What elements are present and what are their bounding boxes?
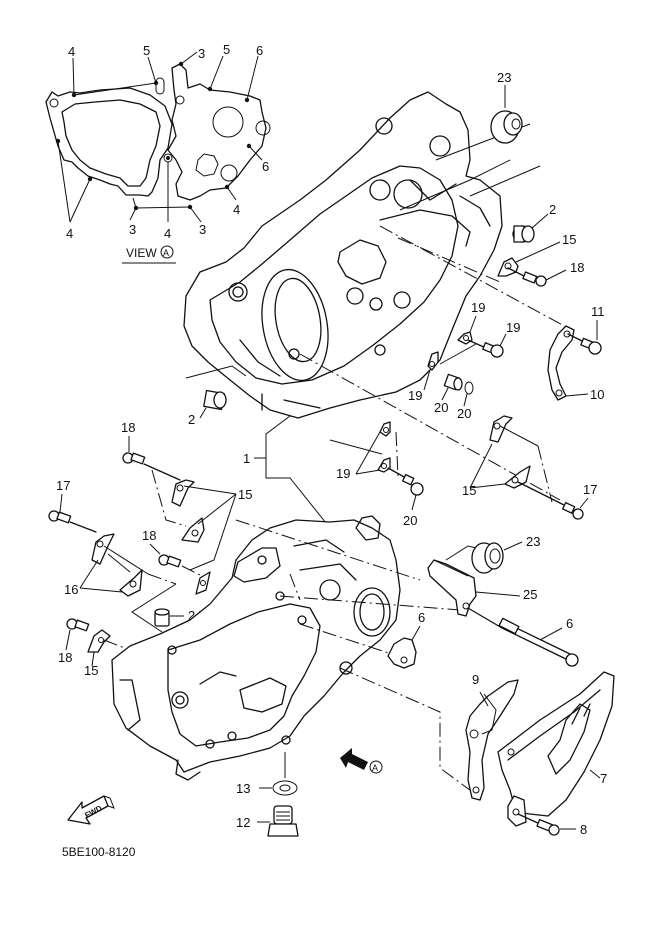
part-19-bracket-lower [423, 343, 477, 391]
callout-6: 5 [143, 43, 150, 58]
callout-2: 2 [549, 202, 556, 217]
alignment-line [397, 237, 501, 283]
alignment-line [289, 573, 301, 601]
callout-3: 3 [198, 46, 205, 61]
part-17-screw-left [48, 493, 97, 533]
callout-3: 3 [129, 222, 136, 237]
crankcase-right-half [183, 91, 503, 419]
part-25-guide [427, 559, 521, 617]
callout-18: 18 [121, 420, 135, 435]
callout-17: 17 [583, 482, 597, 497]
part-16-plates-right [469, 415, 589, 520]
part-20-bolt [467, 333, 507, 358]
fwd-arrow-icon: FWD [67, 795, 115, 825]
callout-18: 18 [142, 528, 156, 543]
alignment-line [379, 225, 569, 329]
part-15-brackets-left [171, 479, 237, 571]
callout-23: 23 [497, 70, 511, 85]
alignment-line [339, 667, 479, 797]
view-arrow-marker: A [372, 763, 378, 773]
view-a-arrow-icon [340, 748, 383, 774]
part-15-bracket [497, 241, 561, 277]
callout-1-bracket [254, 415, 331, 529]
callout-2: 2 [188, 412, 195, 427]
callout-4: 4 [66, 226, 73, 241]
part-18-screw-low [65, 618, 90, 651]
part-23-seal [490, 85, 523, 144]
part-13-plate [547, 325, 589, 401]
callout-1: 1 [243, 451, 250, 466]
part-2-dowel-lower [185, 365, 247, 419]
part-18-screw-mid [149, 543, 211, 595]
part-18-screw-upper-left [122, 436, 187, 527]
view-a-caption: VIEW A [122, 245, 176, 264]
callout-22: 20 [434, 400, 448, 415]
callout-10: 9 [472, 672, 479, 687]
part-8-cover [497, 671, 615, 827]
callout-15: 15 [562, 232, 576, 247]
callout-18: 18 [570, 260, 584, 275]
part-14-bolt [567, 320, 602, 355]
part-19-bracket [457, 315, 477, 345]
callout-16: 15 [462, 483, 476, 498]
callout-15: 15 [84, 663, 98, 678]
callout-20: 20 [403, 513, 417, 528]
callout-3: 3 [199, 222, 206, 237]
callout-12: 13 [236, 781, 250, 796]
callout-13: 10 [590, 387, 604, 402]
part-9-bolt [517, 813, 576, 836]
part-19-20-lower [329, 421, 424, 511]
callout-20: 19 [506, 320, 520, 335]
part-21-oring [463, 381, 474, 407]
callout-4: 4 [233, 202, 240, 217]
part-11-drain-bolt [257, 805, 299, 837]
part-18-screw [507, 267, 567, 287]
callout-7: 6 [418, 610, 425, 625]
callout-14: 11 [591, 304, 605, 319]
callout-16: 16 [64, 582, 78, 597]
diagram-code: 5BE100-8120 [62, 845, 136, 859]
callout-18: 18 [58, 650, 72, 665]
view-label: VIEW [126, 246, 157, 260]
callout-17: 17 [56, 478, 70, 493]
callout-15: 15 [238, 487, 252, 502]
part-22-dowel [441, 373, 463, 401]
callout-6: 6 [262, 159, 269, 174]
view-a-gasket [45, 51, 271, 223]
part-6-bolt [467, 607, 579, 667]
callout-5: 4 [68, 44, 75, 59]
callout-25: 25 [523, 587, 537, 602]
alignment-line [235, 519, 421, 581]
part-23-seal-lower [445, 541, 523, 574]
callout-19: 19 [408, 388, 422, 403]
part-7-bracket [387, 625, 421, 669]
callout-8: 7 [600, 771, 607, 786]
callout-23: 23 [526, 534, 540, 549]
callout-6: 6 [566, 616, 573, 631]
callout-9: 8 [580, 822, 587, 837]
part-12-washer [259, 752, 298, 796]
alignment-line [279, 595, 461, 611]
crankcase-left-half [111, 515, 401, 781]
callout-4: 4 [164, 226, 171, 241]
part-16-plates-left [79, 533, 177, 633]
view-marker: A [163, 248, 169, 258]
callout-19: 19 [471, 300, 485, 315]
callout-5: 5 [223, 42, 230, 57]
part-2-dowel [512, 213, 549, 243]
part-24-collar [154, 608, 184, 627]
callout-6: 6 [256, 43, 263, 58]
callout-11: 12 [236, 815, 250, 830]
part-10-gasket [465, 679, 519, 801]
callout-21: 20 [457, 406, 471, 421]
callout-19: 19 [336, 466, 350, 481]
